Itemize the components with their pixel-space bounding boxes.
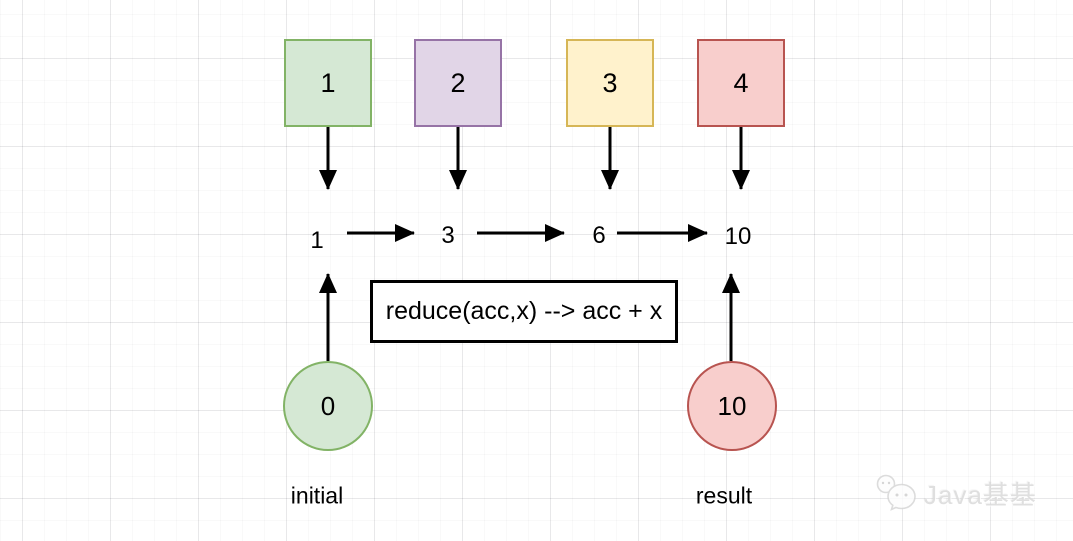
initial-circle: 0 bbox=[283, 361, 373, 451]
flow-value-3: 3 bbox=[441, 222, 455, 249]
result-circle-value: 10 bbox=[717, 390, 747, 421]
input-box-3-label: 3 bbox=[602, 67, 618, 98]
flow-value-10: 10 bbox=[724, 223, 752, 250]
input-box-1-label: 1 bbox=[320, 67, 336, 98]
input-box-4: 4 bbox=[697, 39, 785, 127]
watermark: Java基基 bbox=[874, 472, 1037, 514]
input-box-2-label: 2 bbox=[450, 67, 466, 98]
input-box-1: 1 bbox=[284, 39, 372, 127]
flow-value-1: 1 bbox=[310, 227, 324, 254]
flow-value-6: 6 bbox=[592, 222, 606, 249]
input-box-2: 2 bbox=[414, 39, 502, 127]
input-box-4-label: 4 bbox=[733, 67, 749, 98]
reduce-function-box: reduce(acc,x) --> acc + x bbox=[370, 280, 678, 343]
result-caption: result bbox=[695, 482, 753, 509]
reduce-function-label: reduce(acc,x) --> acc + x bbox=[385, 297, 663, 325]
input-box-3: 3 bbox=[566, 39, 654, 127]
watermark-text: Java基基 bbox=[924, 479, 1037, 510]
result-circle: 10 bbox=[687, 361, 777, 451]
wechat-bubble-icon bbox=[876, 474, 916, 511]
initial-caption: initial bbox=[290, 482, 344, 509]
initial-circle-value: 0 bbox=[320, 390, 336, 421]
